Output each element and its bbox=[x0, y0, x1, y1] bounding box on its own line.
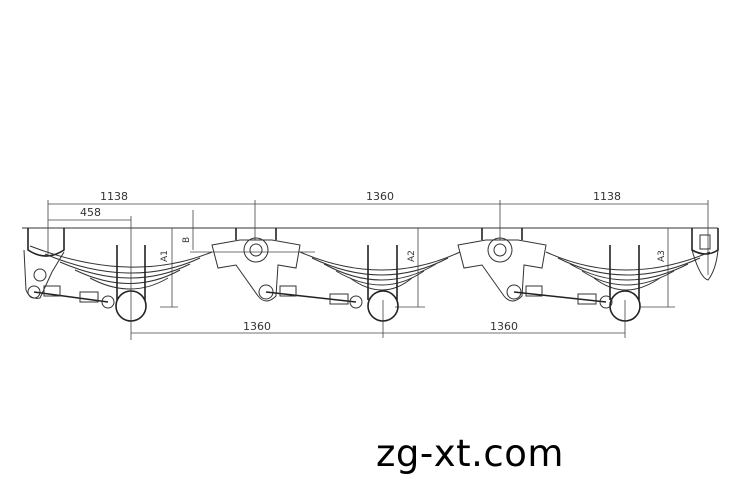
dim-1138-right: 1138 bbox=[593, 190, 621, 203]
bottom-dimensions: 1360 1360 bbox=[131, 300, 626, 338]
leaf-spring-1 bbox=[29, 245, 213, 290]
torque-rods bbox=[27, 285, 613, 309]
dim-a1: A1 bbox=[160, 250, 170, 262]
dim-1360-bottom-left: 1360 bbox=[243, 320, 271, 333]
axle-1 bbox=[115, 245, 147, 322]
equalizer-1 bbox=[211, 228, 301, 302]
leaf-spring-2 bbox=[299, 251, 461, 291]
equalizer-2 bbox=[457, 228, 547, 302]
dim-1138-left: 1138 bbox=[100, 190, 128, 203]
dim-a3: A3 bbox=[657, 250, 667, 262]
leaf-spring-3 bbox=[545, 251, 711, 291]
dim-a2: A2 bbox=[407, 250, 417, 262]
height-dimensions: A1 B A2 A3 bbox=[160, 210, 675, 308]
dim-1360-bottom-right: 1360 bbox=[490, 320, 518, 333]
dim-b: B bbox=[182, 237, 192, 243]
dim-458: 458 bbox=[80, 206, 101, 219]
dim-1360-top: 1360 bbox=[366, 190, 394, 203]
watermark: zg-xt.com bbox=[376, 432, 564, 475]
axle-2 bbox=[367, 245, 399, 322]
top-dimensions: 1138 1360 1138 458 bbox=[47, 190, 709, 340]
